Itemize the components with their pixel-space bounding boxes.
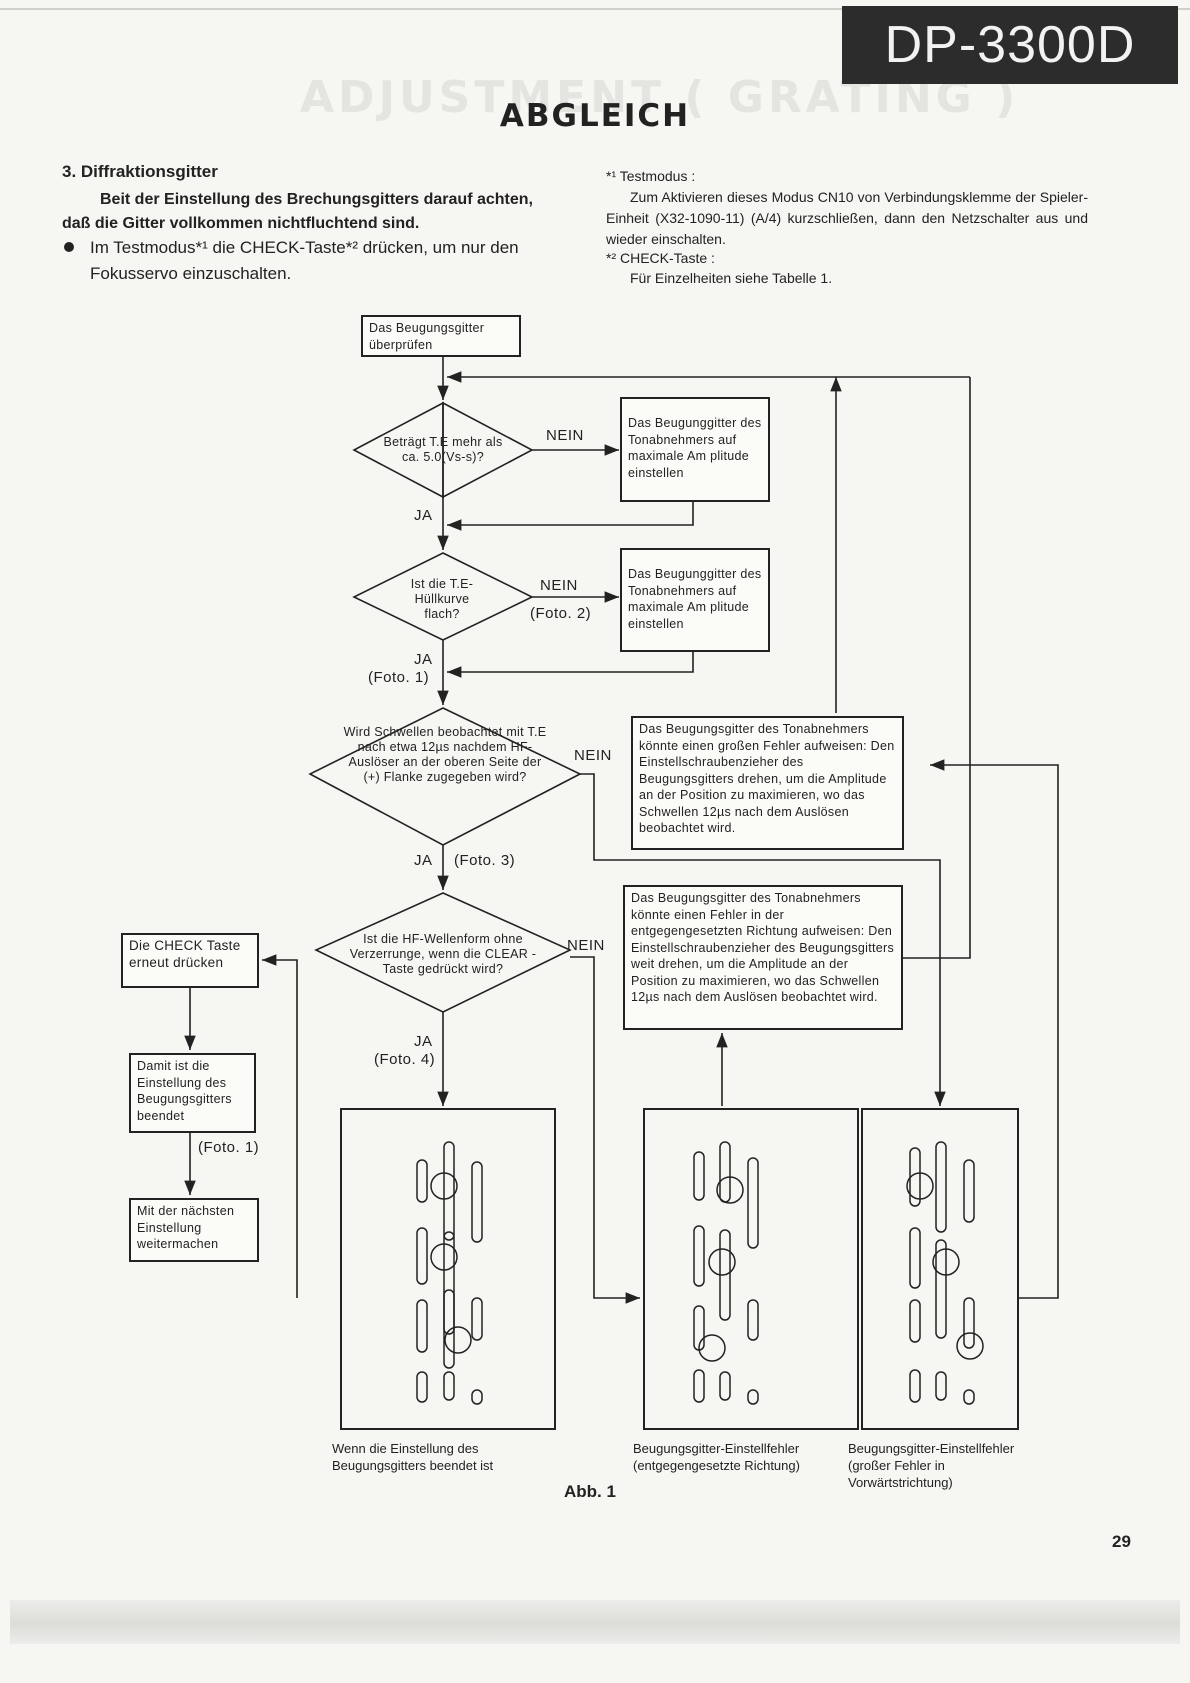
footnote-1-head: *¹ Testmodus : (606, 168, 696, 184)
decision-2-text: Ist die T.E-Hüllkurve flach? (410, 577, 474, 621)
nein-label-1: NEIN (546, 427, 584, 444)
check-again-box: Die CHECK Taste erneut drücken (121, 933, 259, 988)
done-box: Damit ist die Einstellung des Beugungsgi… (129, 1053, 256, 1133)
section-heading: 3. Diffraktionsgitter (62, 162, 218, 181)
page-number: 29 (1112, 1532, 1131, 1551)
panel-1-caption: Wenn die Einstellung des Beugungsgitters… (332, 1441, 494, 1473)
page-title: ABGLEICH (499, 98, 691, 134)
nein-label-2: NEIN (540, 577, 578, 594)
bullet-icon (64, 242, 74, 252)
nein-label-3: NEIN (574, 747, 612, 764)
scan-edge-band (10, 1600, 1180, 1644)
bullet-text: Im Testmodus*¹ die CHECK-Taste*² drücken… (90, 238, 519, 283)
decision-1-text: Beträgt T.E mehr als ca. 5.0(Vs-s)? (383, 435, 503, 464)
foto-2-label: (Foto. 2) (530, 605, 592, 622)
foto-1-label-b: (Foto. 1) (198, 1139, 260, 1156)
panel-3-caption: Beugungsgitter-Einstellfehler (großer Fe… (848, 1441, 1015, 1490)
figure-label: Abb. 1 (564, 1482, 616, 1501)
top-rule (0, 8, 1190, 10)
start-box: Das Beugungsgitter überprüfen (361, 315, 521, 357)
decision-4-text: Ist die HF-Wellenform ohne Verzerrunge, … (349, 932, 537, 976)
adjust-box-1: Das Beugunggitter des Tonabnehmers auf m… (620, 397, 770, 502)
foto-4-label: (Foto. 4) (374, 1051, 436, 1068)
model-badge: DP-3300D (842, 6, 1178, 84)
footnote-1-body: Zum Aktivieren dieses Modus CN10 von Ver… (606, 189, 1088, 247)
adjust-box-3: Das Beugungsgitter des Tonabnehmers könn… (631, 716, 904, 850)
next-step-box: Mit der nächsten Einstellung weitermache… (129, 1198, 259, 1262)
nein-label-4: NEIN (567, 937, 605, 954)
footnote-2-body: Für Einzelheiten siehe Tabelle 1. (630, 270, 833, 286)
foto-1-label-a: (Foto. 1) (368, 669, 430, 686)
section-intro: Beit der Einstellung des Brechungsgitter… (62, 191, 533, 232)
foto-3-label: (Foto. 3) (454, 852, 516, 869)
ja-label-2: JA (414, 651, 433, 668)
panel-2-caption: Beugungsgitter-Einstellfehler (entgegeng… (633, 1441, 800, 1473)
decision-3-text: Wird Schwellen beobachtet mit T.E nach e… (343, 725, 547, 784)
ja-label-3: JA (414, 852, 433, 869)
adjust-box-2: Das Beugunggitter des Tonabnehmers auf m… (620, 548, 770, 652)
ja-label-4: JA (414, 1033, 433, 1050)
footnote-2-head: *² CHECK-Taste : (606, 250, 715, 266)
adjust-box-4: Das Beugungsgitter des Tonabnehmers könn… (623, 885, 903, 1030)
ja-label-1: JA (414, 507, 433, 524)
